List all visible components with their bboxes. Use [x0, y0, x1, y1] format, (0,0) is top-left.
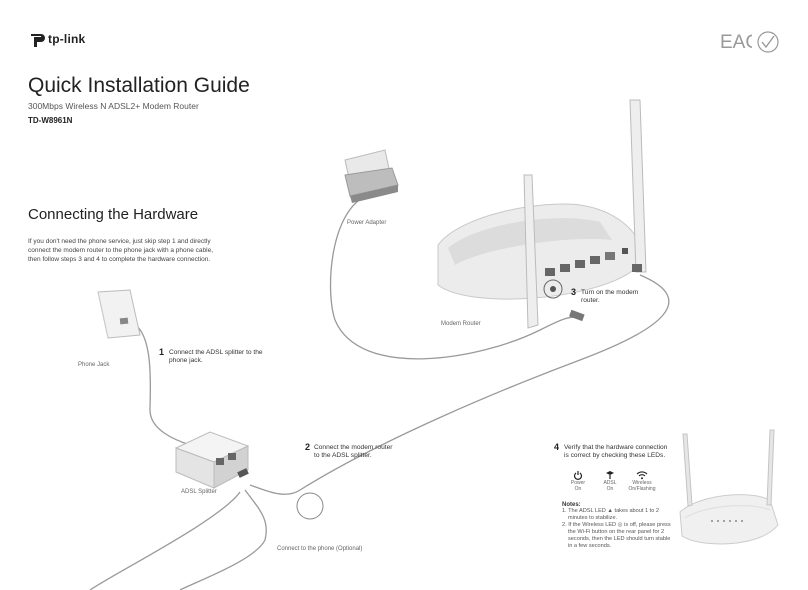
note-2-line-4: in a few seconds. [568, 543, 612, 549]
note-2-line-1: 2. If the Wireless LED ◎ is off, please … [562, 522, 677, 529]
svg-text:EAC: EAC [720, 32, 752, 52]
step-1-line-2: phone jack. [169, 357, 203, 364]
power-adapter-device [344, 149, 399, 203]
notes-title: Notes: [562, 502, 581, 508]
brand-logo: tp-link [28, 30, 108, 48]
step-4-line-1: Verify that the hardware connection [564, 444, 668, 451]
step-4-line-2: is correct by checking these LEDs. [564, 452, 666, 459]
adsl-splitter-device [174, 431, 250, 489]
led-wireless: Wireless On/Flashing [626, 470, 658, 492]
brand-logo-text: tp-link [48, 32, 86, 46]
tp-link-logo-icon [31, 34, 45, 47]
intro-line-2: connect the modem router to the phone ja… [28, 247, 214, 254]
label-adsl-splitter: ADSL Splitter [181, 489, 217, 495]
certification-mark-icon [757, 31, 779, 53]
small-router-device [679, 429, 779, 545]
page-title: Quick Installation Guide [28, 74, 250, 97]
step-3-text: Turn on the modem router. [581, 289, 638, 305]
note-2: 2. If the Wireless LED ◎ is off, please … [562, 522, 677, 550]
modem-router-device [437, 99, 647, 329]
led-adsl-name: ADSL [603, 480, 617, 486]
note-1-line-2: minutes to stabilize. [568, 515, 618, 521]
led-wireless-state: On/Flashing [628, 486, 656, 492]
wireless-led-icon: ◎ [617, 522, 623, 528]
power-icon [573, 471, 583, 480]
note-1-part-b: takes about 1 to 2 [614, 508, 659, 514]
step-3-number: 3 [571, 287, 577, 297]
note-2-line-2: the Wi-Fi button on the rear panel for 2 [568, 529, 665, 535]
step-1-line-1: Connect the ADSL splitter to the [169, 349, 263, 356]
led-power: Power On [566, 470, 590, 492]
led-adsl: ADSL On [598, 470, 622, 492]
power-cable [329, 194, 581, 360]
detail-circle [296, 492, 324, 520]
note-2-part-a: 2. If the Wireless LED [562, 522, 617, 528]
intro-line-1: If you don't need the phone service, jus… [28, 238, 211, 245]
label-modem-router: Modem Router [441, 321, 481, 327]
step-4-text: Verify that the hardware connection is c… [564, 444, 667, 460]
note-1: 1. The ADSL LED ▲ takes about 1 to 2 min… [562, 508, 677, 522]
step-2-line-1: Connect the modem router [314, 444, 393, 451]
note-1-part-a: 1. The ADSL LED [562, 508, 606, 514]
adsl-icon [606, 471, 614, 479]
phone-jack-cable [129, 321, 191, 446]
product-subtitle: 300Mbps Wireless N ADSL2+ Modem Router [28, 101, 199, 111]
led-power-state: On [574, 486, 582, 492]
note-1-line-1: 1. The ADSL LED ▲ takes about 1 to 2 [562, 508, 677, 515]
step-4-number: 4 [554, 442, 560, 452]
label-power-adapter: Power Adapter [347, 220, 387, 226]
phone-jack-device [97, 289, 141, 339]
notes-block: Notes: 1. The ADSL LED ▲ takes about 1 t… [562, 502, 677, 550]
note-2-part-b: is off, please press [624, 522, 671, 528]
label-connect-phone: Connect to the phone (Optional) [277, 546, 363, 552]
note-2-line-3: seconds, then the LED should turn stable [568, 536, 671, 542]
led-power-name: Power [570, 480, 586, 486]
intro-line-3: then follow steps 3 and 4 to complete th… [28, 256, 211, 263]
phone-cable [179, 489, 267, 590]
step-1-text: Connect the ADSL splitter to the phone j… [169, 349, 263, 365]
router-to-splitter-cable [249, 274, 670, 495]
step-3-line-2: router. [581, 297, 600, 304]
step-2-text: Connect the modem router to the ADSL spl… [314, 444, 392, 460]
phone-cable-2 [89, 491, 241, 590]
wireless-icon [636, 471, 648, 480]
eac-mark-icon: EAC [720, 32, 752, 52]
step-2-line-2: to the ADSL splitter. [314, 452, 372, 459]
label-phone-jack: Phone Jack [78, 362, 110, 368]
step-1-number: 1 [159, 347, 165, 357]
led-wireless-name: Wireless [632, 480, 652, 486]
model-number: TD-W8961N [28, 116, 73, 125]
step-3-line-1: Turn on the modem [581, 289, 639, 296]
adsl-led-icon: ▲ [607, 508, 613, 514]
step-2-number: 2 [305, 442, 311, 452]
led-adsl-state: On [606, 486, 614, 492]
section-intro: If you don't need the phone service, jus… [28, 237, 263, 264]
section-title: Connecting the Hardware [28, 206, 199, 223]
